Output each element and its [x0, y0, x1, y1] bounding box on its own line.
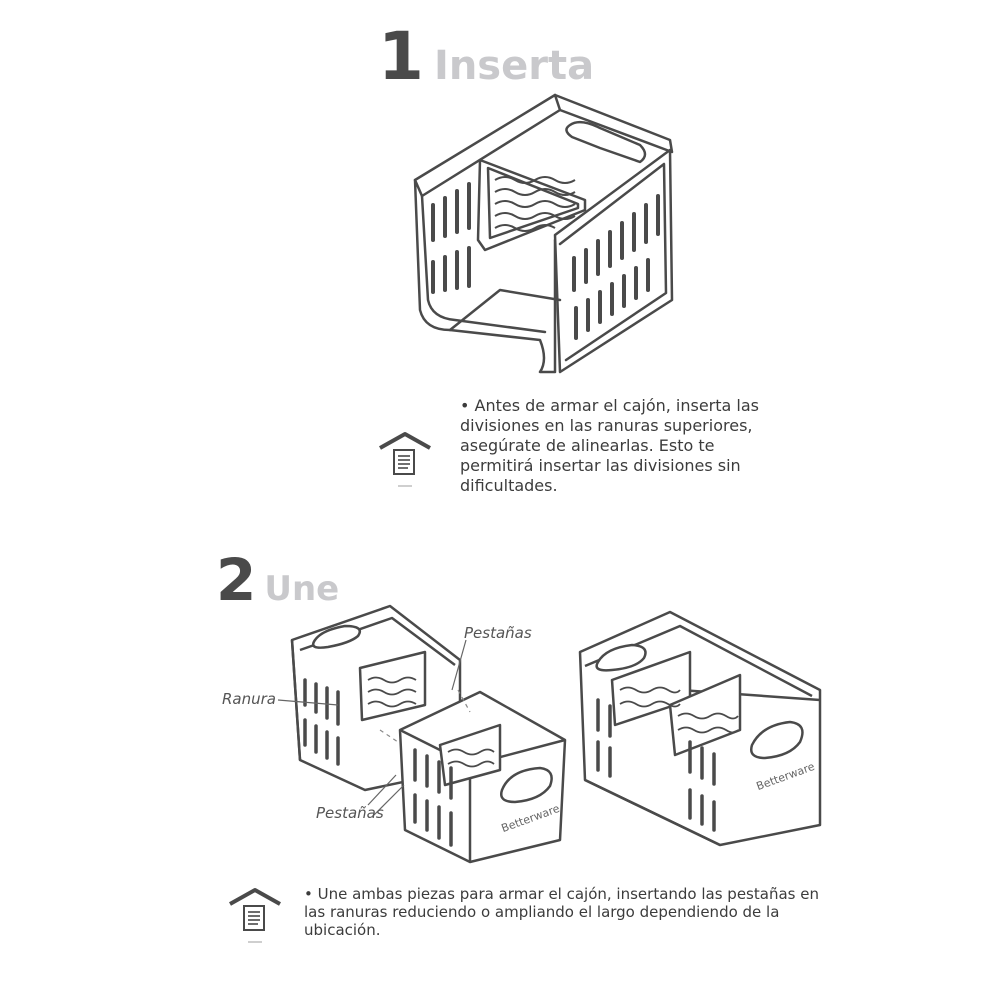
step-1-instructions: • Antes de armar el cajón, inserta las d… — [460, 396, 760, 495]
house-document-icon — [229, 888, 281, 943]
step-2-instructions: • Une ambas piezas para armar el cajón, … — [304, 885, 819, 939]
step-1-header: 1 Inserta — [378, 18, 594, 95]
label-pestanas-top: Pestañas — [464, 624, 532, 642]
step-1-title: Inserta — [433, 43, 595, 89]
label-ranura: Ranura — [222, 690, 276, 708]
step-2-number: 2 — [216, 546, 257, 614]
house-document-icon — [379, 432, 431, 487]
brand-logo-assembled: Betterware — [754, 759, 817, 794]
step-1-number: 1 — [378, 18, 424, 95]
label-pestanas-bottom: Pestañas — [316, 804, 384, 822]
step-2-header: 2 Une — [216, 546, 339, 614]
brand-logo-front: Betterware — [499, 801, 562, 836]
step-2-title: Une — [264, 569, 340, 609]
